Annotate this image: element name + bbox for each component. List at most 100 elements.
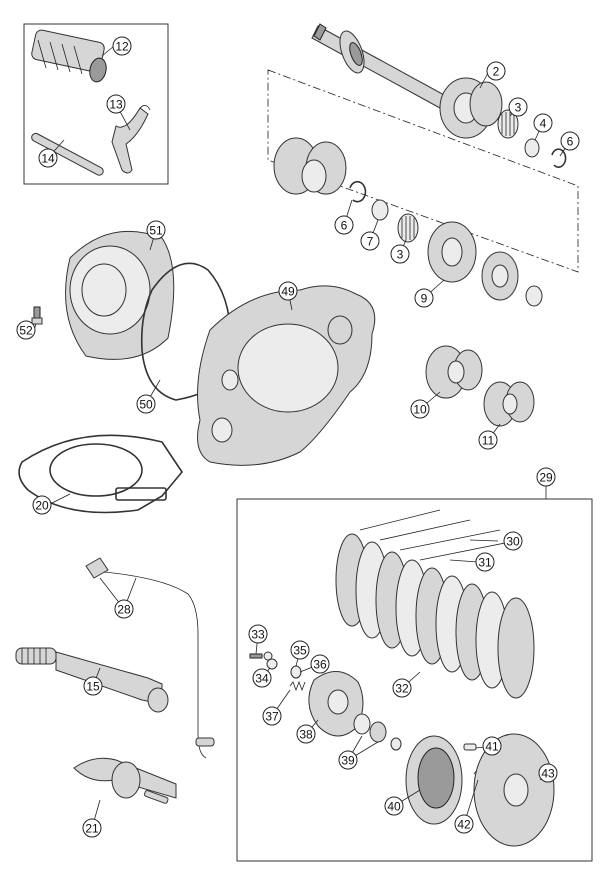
disc-leader-lines xyxy=(359,509,521,561)
shift-fork xyxy=(111,105,151,174)
callout-label: 52 xyxy=(19,324,33,338)
primary-gear-43 xyxy=(473,733,555,847)
callout-38: 38 xyxy=(296,724,316,744)
callout-2: 2 xyxy=(486,61,506,81)
callout-label: 39 xyxy=(341,754,355,768)
callout-label: 40 xyxy=(387,800,401,814)
callout-41: 41 xyxy=(482,736,502,756)
clutch-disc-stack xyxy=(335,533,535,699)
clutch-cover-outer xyxy=(65,230,175,360)
callout-circle xyxy=(114,599,134,619)
washer-right xyxy=(525,285,543,307)
washer-34 xyxy=(266,658,278,670)
double-gear-cluster xyxy=(273,137,347,195)
callout-circle xyxy=(334,215,354,235)
callout-label: 7 xyxy=(367,235,374,249)
callout-circle xyxy=(486,61,506,81)
callout-label: 38 xyxy=(299,728,313,742)
callout-circle xyxy=(32,495,52,515)
callout-28: 28 xyxy=(114,599,134,619)
callout-circle xyxy=(262,706,282,726)
shaft-spline-gear xyxy=(339,30,365,74)
callout-circle xyxy=(478,430,498,450)
callout-49: 49 xyxy=(278,281,298,301)
callout-circle xyxy=(248,624,268,644)
gear-small-right xyxy=(481,251,519,301)
callout-circle xyxy=(482,736,502,756)
callout-label: 2 xyxy=(493,65,500,79)
needle-bearing-3-lower xyxy=(397,213,419,243)
callout-circle xyxy=(390,244,410,264)
callout-circle xyxy=(338,750,358,770)
callout-circle xyxy=(475,552,495,572)
kickstart-shaft-21 xyxy=(73,757,177,804)
circlip-6-lower xyxy=(349,180,367,203)
callout-circle xyxy=(82,818,102,838)
callout-label: 42 xyxy=(457,818,471,832)
callout-circle xyxy=(410,399,430,419)
callout-33: 33 xyxy=(248,624,268,644)
callout-32: 32 xyxy=(392,678,412,698)
callout-37: 37 xyxy=(262,706,282,726)
callout-circle xyxy=(414,288,434,308)
callout-label: 14 xyxy=(41,152,55,166)
callout-label: 15 xyxy=(86,680,100,694)
shaft-group-outline xyxy=(267,69,579,273)
callout-circle xyxy=(384,796,404,816)
callout-40: 40 xyxy=(384,796,404,816)
callout-15: 15 xyxy=(83,676,103,696)
callout-circle xyxy=(83,676,103,696)
bolt-52 xyxy=(31,306,43,325)
callout-label: 21 xyxy=(85,822,99,836)
callout-circle xyxy=(278,281,298,301)
callout-circle xyxy=(360,231,380,251)
kickstart-lever-15 xyxy=(15,647,169,713)
clutch-basket-40 xyxy=(405,735,463,825)
gear-10 xyxy=(425,345,483,399)
callout-29: 29 xyxy=(536,467,556,487)
pressure-plate-38 xyxy=(308,671,364,737)
callout-label: 31 xyxy=(478,556,492,570)
callout-circle xyxy=(560,131,580,151)
callout-label: 32 xyxy=(395,682,409,696)
callout-circle xyxy=(106,94,126,114)
callout-31: 31 xyxy=(475,552,495,572)
callout-4: 4 xyxy=(533,113,553,133)
inner-clutch-cover-49 xyxy=(197,285,376,466)
callout-circle xyxy=(503,531,523,551)
callout-circle xyxy=(533,113,553,133)
callout-6: 6 xyxy=(334,215,354,235)
shift-parts-inset-frame xyxy=(23,23,169,185)
needle-bearing-3-top xyxy=(497,109,519,139)
callout-52: 52 xyxy=(16,320,36,340)
callout-42: 42 xyxy=(454,814,474,834)
thrust-washer-7 xyxy=(371,199,389,221)
callout-circle xyxy=(538,763,558,783)
callout-36: 36 xyxy=(310,654,330,674)
callout-circle xyxy=(290,640,310,660)
cylinder-base-gasket-20 xyxy=(18,434,183,514)
callout-10: 10 xyxy=(410,399,430,419)
callout-label: 30 xyxy=(506,535,520,549)
callout-43: 43 xyxy=(538,763,558,783)
callout-label: 49 xyxy=(281,285,295,299)
callout-label: 51 xyxy=(149,224,163,238)
callout-label: 50 xyxy=(139,398,153,412)
callout-3: 3 xyxy=(508,97,528,117)
callout-label: 6 xyxy=(341,219,348,233)
callout-7: 7 xyxy=(360,231,380,251)
callout-label: 6 xyxy=(567,135,574,149)
callout-20: 20 xyxy=(32,495,52,515)
callout-circle xyxy=(252,668,272,688)
callout-label: 3 xyxy=(515,101,522,115)
callout-9: 9 xyxy=(414,288,434,308)
callout-circle xyxy=(296,724,316,744)
callout-34: 34 xyxy=(252,668,272,688)
callout-14: 14 xyxy=(38,148,58,168)
callout-13: 13 xyxy=(106,94,126,114)
callout-label: 11 xyxy=(482,434,495,448)
pin-41 xyxy=(463,743,477,751)
callout-12: 12 xyxy=(112,36,132,56)
callout-21: 21 xyxy=(82,818,102,838)
